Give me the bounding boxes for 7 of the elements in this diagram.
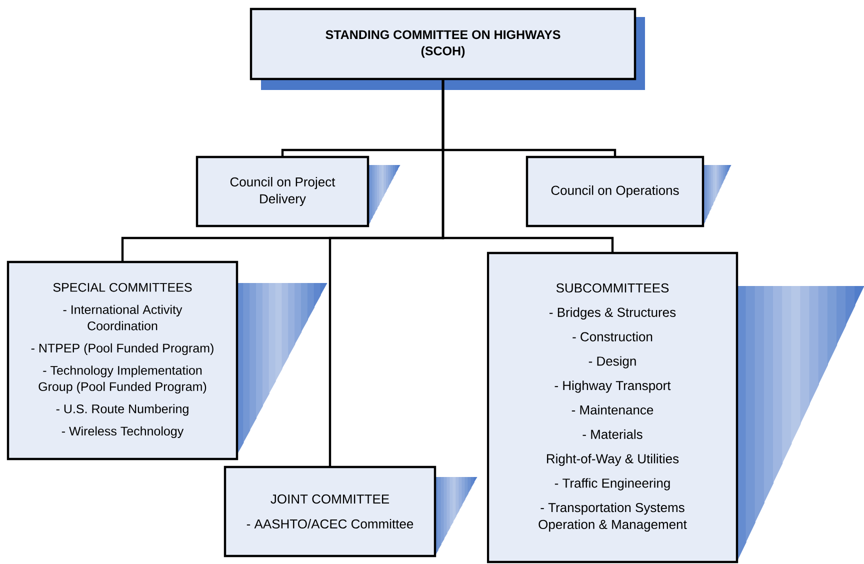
committee-box: Council on Project Delivery <box>196 156 370 228</box>
committee-box: STANDING COMMITTEE ON HIGHWAYS (SCOH) <box>250 8 636 80</box>
connector-line <box>442 79 614 253</box>
committee-box: SPECIAL COMMITTEES - International Activity Coordination - NTPEP (Pool Funded Program) - Technology Implementation Group (Pool Funded Program) - U.S. Route Numbering - Wireless Technology <box>6 260 238 460</box>
committee-box: SUBCOMMITTEES - Bridges & Structures - Construction - Design - Highway Transport - Maintenance - Materials Right-of-Way & Utilities - Traffic Engineering - Transportation Systems Operation & Management <box>486 252 738 564</box>
committee-box: Council on Operations <box>526 156 704 228</box>
committee-box: JOINT COMMITTEE - AASHTO/ACEC Committee <box>224 466 436 558</box>
